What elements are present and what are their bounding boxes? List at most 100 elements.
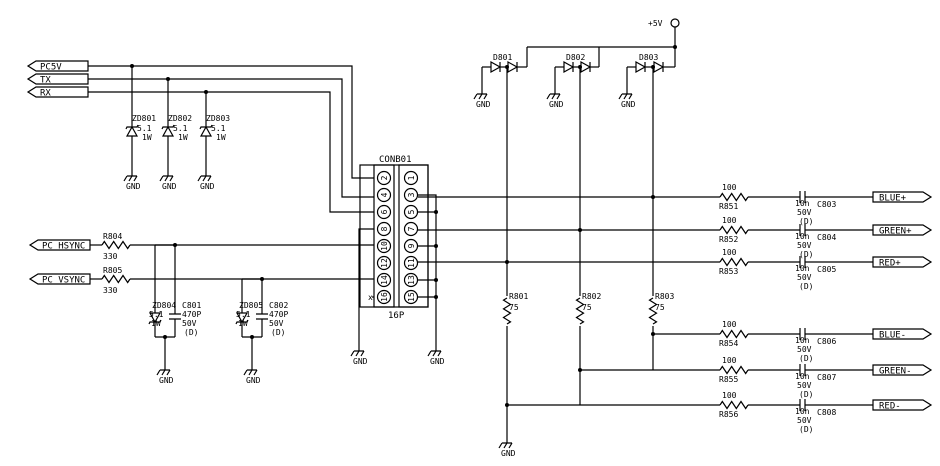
no-connect-mark: x (368, 293, 373, 302)
pin-number: 4 (380, 192, 389, 197)
cap-value: 10n (795, 232, 810, 241)
ground-glyph (473, 86, 488, 100)
diode-triangle (653, 60, 665, 74)
resistor-body (719, 400, 749, 410)
connector-pin-left: 4 (376, 187, 392, 203)
connector-pin-left: 16 (376, 289, 392, 305)
port-outline (26, 73, 89, 85)
resistor-body (719, 365, 749, 375)
pin-circle (376, 170, 392, 186)
pin-circle (403, 221, 419, 237)
ground-label: GND (353, 357, 368, 366)
zener-voltage: 5.1 (137, 124, 152, 133)
port-flag-left: PC5V (26, 60, 89, 73)
pin-number: 7 (407, 226, 416, 231)
port-label: PC_HSYNC (42, 242, 85, 252)
ground-label: GND (430, 357, 445, 366)
gnd-wire (418, 194, 437, 343)
cap-voltage: 50V (797, 208, 812, 217)
pin-circle (376, 255, 392, 271)
ground-label: GND (159, 376, 174, 385)
cap-type: (D) (799, 217, 813, 226)
resistor-value: 100 (722, 320, 737, 329)
junction-dot (505, 260, 509, 264)
diode-triangle (635, 60, 647, 74)
signal-wire (88, 65, 374, 179)
resistor-value: 75 (509, 303, 519, 312)
cap-voltage: 50V (797, 381, 812, 390)
sync-section: PC_HSYNCR804330PC_VSYNCR805330GNDZD8045.… (28, 232, 374, 385)
ground-symbol: GND (350, 343, 368, 366)
port-flag-right: RED- (872, 399, 933, 412)
zener-ref: ZD804 (152, 301, 176, 310)
cap-voltage: 50V (182, 319, 197, 328)
resistor-value: 330 (103, 286, 118, 295)
cap-value: 470P (182, 310, 201, 319)
port-label: BLUE+ (879, 194, 907, 204)
zener-bar (125, 124, 139, 130)
port-flag-right: GREEN- (872, 364, 933, 377)
pin-number: 13 (407, 275, 416, 285)
ground-symbol: GND (243, 362, 261, 385)
resistor-body (575, 297, 585, 325)
cap-type: (D) (184, 328, 198, 337)
zener-power: 1W (151, 319, 161, 328)
port-flag-right: BLUE+ (872, 191, 933, 204)
pin-circle (376, 221, 392, 237)
junction-dot (651, 195, 655, 199)
zener-triangle (235, 312, 249, 324)
pin-number: 11 (407, 258, 416, 268)
resistor-ref: R851 (719, 202, 738, 211)
pin-circle (403, 255, 419, 271)
pin-circle (376, 204, 392, 220)
capacitor-plates (169, 313, 181, 320)
pin-number: 9 (407, 243, 416, 248)
port-outline (872, 256, 933, 268)
connector-pin-right: 15 (403, 289, 419, 305)
signal-wire (88, 78, 374, 198)
zener-triangle (125, 125, 139, 137)
port-label: GREEN- (879, 367, 912, 377)
cap-ref: C803 (817, 200, 836, 209)
resistor-ref: R854 (719, 339, 738, 348)
connector-pin-left: 6 (376, 204, 392, 220)
port-flag-right: RED+ (872, 256, 933, 269)
resistor-value: 100 (722, 216, 737, 225)
resistor-body (101, 240, 131, 250)
diode-ref: D803 (639, 53, 658, 62)
ground-glyph (618, 86, 633, 100)
ground-label: GND (621, 100, 636, 109)
resistor-value: 75 (655, 303, 665, 312)
port-label: RX (40, 89, 51, 99)
zener-triangle (148, 312, 162, 324)
resistor-value: 330 (103, 252, 118, 261)
port-label: PC5V (40, 63, 62, 73)
cap-type: (D) (799, 354, 813, 363)
port-label: TX (40, 76, 51, 86)
resistor-body (648, 297, 658, 325)
ground-symbol: GND (197, 168, 215, 191)
pin-circle (403, 238, 419, 254)
ground-glyph (498, 435, 513, 449)
resistor-ref: R805 (103, 266, 122, 275)
port-flag-right: BLUE- (872, 328, 933, 341)
zener-ref: ZD805 (239, 301, 263, 310)
ground-glyph (123, 168, 138, 182)
zener-voltage: 5.1 (211, 124, 226, 133)
pin-number: 1 (407, 175, 416, 180)
pin-number: 5 (407, 209, 416, 214)
diode-triangle (507, 60, 519, 74)
